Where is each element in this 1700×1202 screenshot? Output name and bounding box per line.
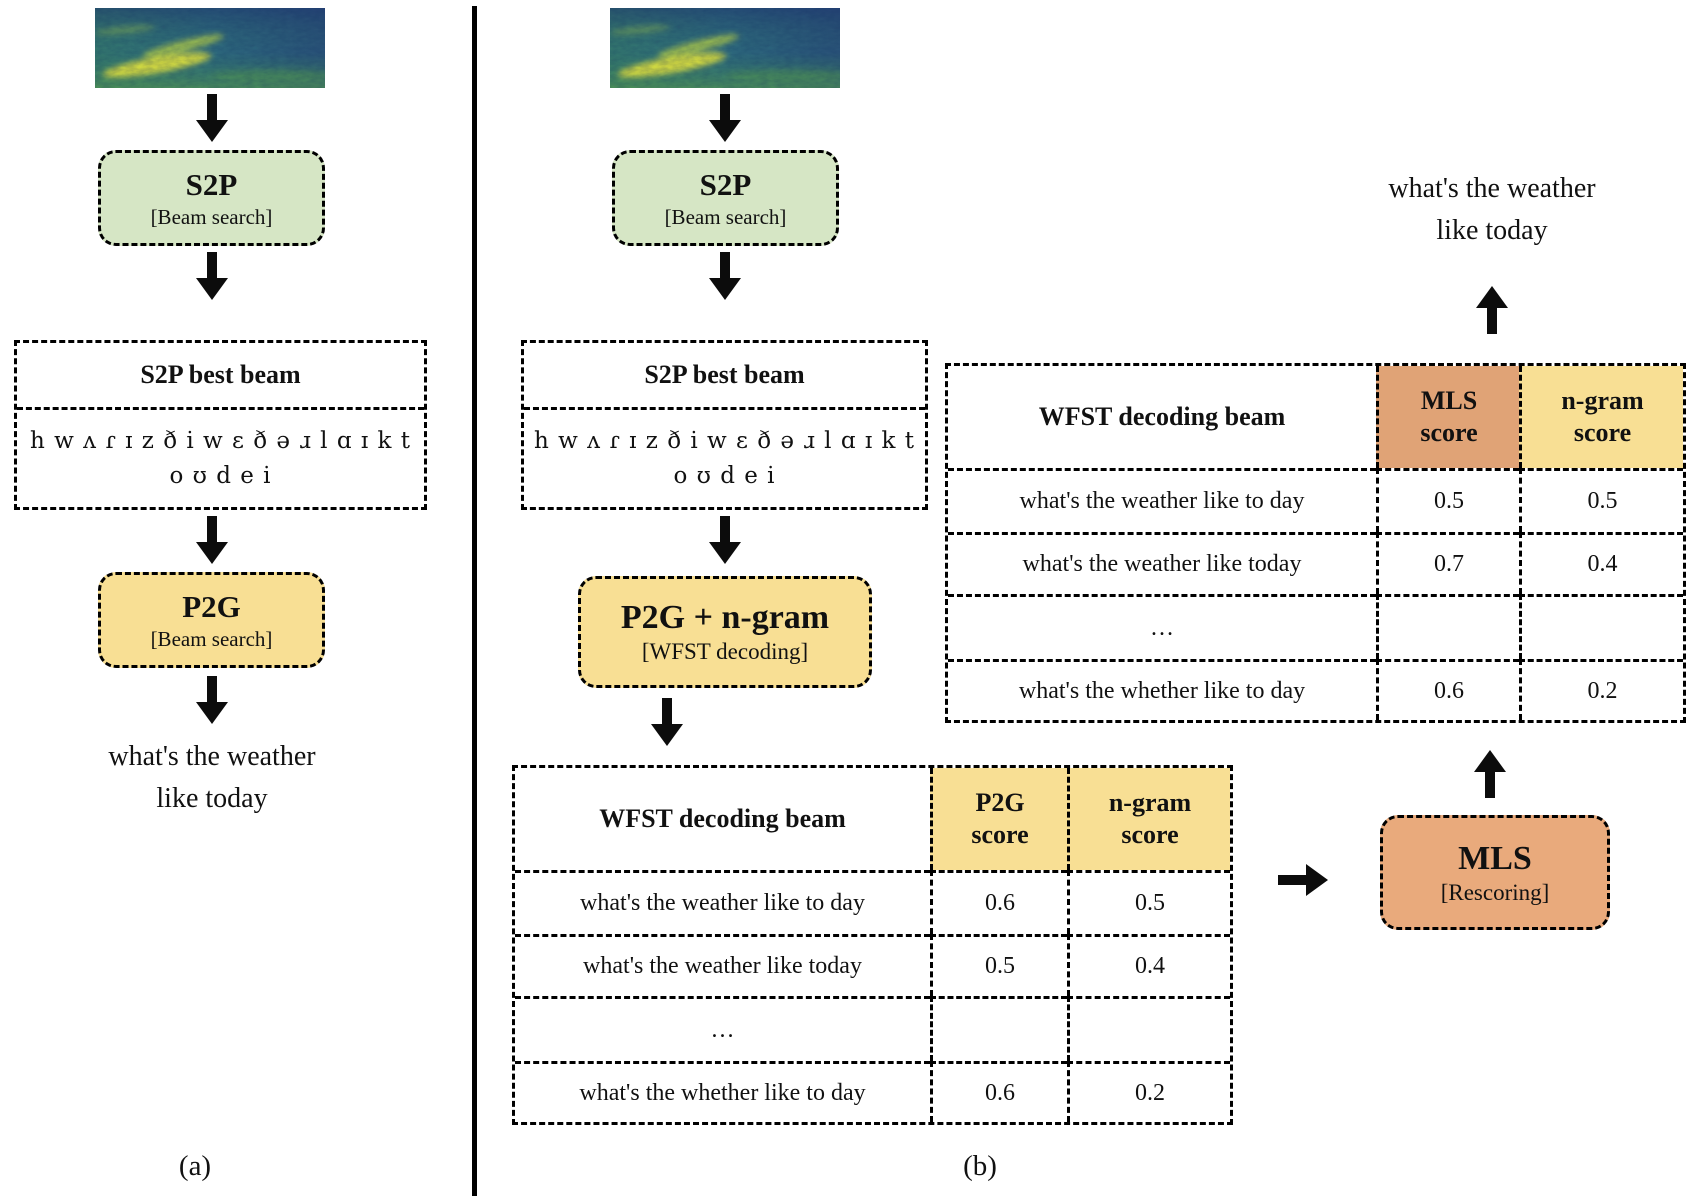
column-header: WFST decoding beam <box>1038 401 1286 431</box>
table-cell: what's the weather like today <box>515 934 930 996</box>
table-cell <box>1067 996 1230 1061</box>
table-cell: what's the whether like to day <box>515 1061 930 1122</box>
arrow-down-icon <box>196 516 228 564</box>
table-cell: 0.6 <box>930 870 1067 934</box>
table-cell <box>1519 594 1683 659</box>
panel-label-a: (a) <box>178 1150 212 1182</box>
p2g-subtitle: [Beam search] <box>150 626 273 651</box>
panel-label-b: (b) <box>963 1150 997 1182</box>
s2p-title: S2P <box>185 167 238 203</box>
s2p-title: S2P <box>699 167 752 203</box>
phoneme-line-2: o ʊ d e i <box>169 462 272 489</box>
p2g-ngram-title: P2G + n-gram <box>620 599 830 637</box>
arrow-down-icon <box>196 676 228 724</box>
s2p-best-beam-box-b: S2P best beam h w ʌ ɾ ɪ z ð i w ɛ ð ə ɹ … <box>521 340 928 510</box>
table-cell <box>930 996 1067 1061</box>
spectrogram-image <box>95 8 325 88</box>
table-cell: 0.5 <box>1519 468 1683 532</box>
phoneme-line-1: h w ʌ ɾ ɪ z ð i w ɛ ð ə ɹ l ɑ ɪ k t <box>533 428 916 454</box>
spectrogram-image <box>610 8 840 88</box>
arrow-down-icon <box>196 252 228 300</box>
s2p-subtitle: [Beam search] <box>664 204 787 229</box>
p2g-box-a: P2G [Beam search] <box>98 572 325 668</box>
table-cell: what's the weather like to day <box>515 870 930 934</box>
table-cell: what's the whether like to day <box>948 659 1376 720</box>
transcript-line-2: like today <box>156 783 268 814</box>
beam-box-title: S2P best beam <box>524 343 925 410</box>
table-cell: what's the weather like today <box>948 532 1376 594</box>
transcript-line-1: what's the weather <box>108 741 316 772</box>
arrow-down-icon <box>651 698 683 746</box>
s2p-best-beam-box-a: S2P best beam h w ʌ ɾ ɪ z ð i w ɛ ð ə ɹ … <box>14 340 427 510</box>
transcript-line-1: what's the weather <box>1388 173 1596 204</box>
table-cell: 0.7 <box>1376 532 1519 594</box>
arrow-down-icon <box>709 252 741 300</box>
table-cell: 0.2 <box>1519 659 1683 720</box>
transcript-output-b: what's the weather like today <box>1312 168 1672 252</box>
column-header: P2G score <box>930 768 1067 870</box>
column-header: WFST decoding beam <box>599 803 846 833</box>
table-cell: … <box>515 996 930 1061</box>
p2g-ngram-subtitle: [WFST decoding] <box>641 639 809 665</box>
arrow-down-icon <box>196 94 228 142</box>
mls-title: MLS <box>1458 839 1532 877</box>
panel-divider-line <box>472 6 477 1196</box>
mls-box: MLS [Rescoring] <box>1380 815 1610 930</box>
phoneme-line-2: o ʊ d e i <box>673 462 776 489</box>
arrow-right-icon <box>1278 864 1328 896</box>
table-cell: what's the weather like to day <box>948 468 1376 532</box>
p2g-ngram-box: P2G + n-gram [WFST decoding] <box>578 576 872 688</box>
mls-subtitle: [Rescoring] <box>1440 879 1550 905</box>
table-cell: 0.6 <box>930 1061 1067 1122</box>
table-cell: 0.4 <box>1067 934 1230 996</box>
s2p-box-a: S2P [Beam search] <box>98 150 325 246</box>
arrow-down-icon <box>709 516 741 564</box>
arrow-up-icon <box>1476 286 1508 334</box>
column-header: n-gram score <box>1519 366 1683 468</box>
table-cell: 0.5 <box>1067 870 1230 934</box>
table-cell: 0.4 <box>1519 532 1683 594</box>
arrow-up-icon <box>1474 750 1506 798</box>
table-cell: 0.6 <box>1376 659 1519 720</box>
phoneme-sequence: h w ʌ ɾ ɪ z ð i w ɛ ð ə ɹ l ɑ ɪ k t o ʊ … <box>17 410 424 507</box>
table-cell: … <box>948 594 1376 659</box>
transcript-output-a: what's the weather like today <box>32 736 392 820</box>
phoneme-sequence: h w ʌ ɾ ɪ z ð i w ɛ ð ə ɹ l ɑ ɪ k t o ʊ … <box>524 410 925 507</box>
s2p-box-b: S2P [Beam search] <box>612 150 839 246</box>
column-header: MLS score <box>1376 366 1519 468</box>
beam-box-title: S2P best beam <box>17 343 424 410</box>
p2g-title: P2G <box>182 589 241 625</box>
table-cell: 0.5 <box>1376 468 1519 532</box>
phoneme-line-1: h w ʌ ɾ ɪ z ð i w ɛ ð ə ɹ l ɑ ɪ k t <box>29 428 412 454</box>
s2p-subtitle: [Beam search] <box>150 204 273 229</box>
transcript-line-2: like today <box>1436 215 1548 246</box>
mls-rescored-table: WFST decoding beam MLS score n-gram scor… <box>945 363 1686 723</box>
table-cell: 0.2 <box>1067 1061 1230 1122</box>
column-header: n-gram score <box>1067 768 1230 870</box>
wfst-decoding-table: WFST decoding beam P2G score n-gram scor… <box>512 765 1233 1125</box>
arrow-down-icon <box>709 94 741 142</box>
table-cell <box>1376 594 1519 659</box>
table-cell: 0.5 <box>930 934 1067 996</box>
